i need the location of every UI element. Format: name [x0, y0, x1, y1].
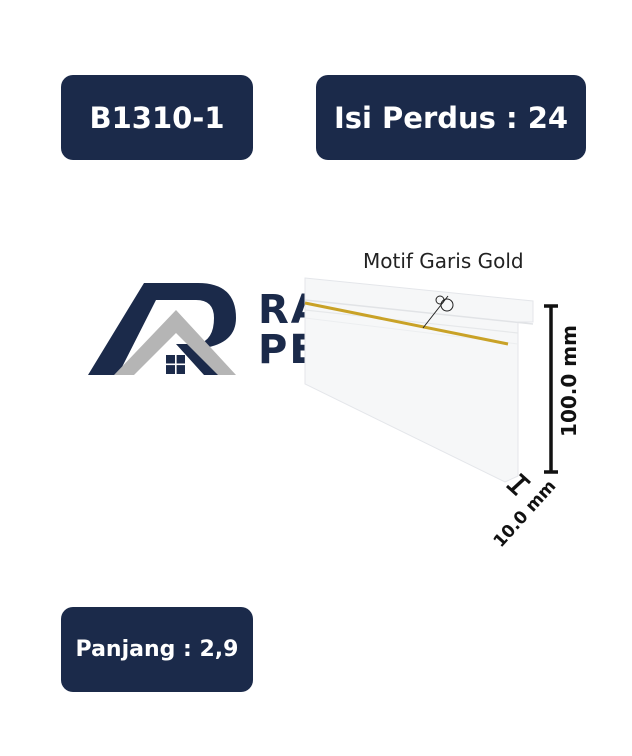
isi-perdus-text: Isi Perdus : 24	[333, 100, 569, 135]
motif-label: Motif Garis Gold	[363, 249, 524, 273]
product-code-badge: B1310-1	[61, 75, 253, 160]
isi-perdus-badge: Isi Perdus : 24	[316, 75, 586, 160]
gold-stripe	[304, 301, 509, 346]
house-roof-r-logo-icon	[88, 283, 236, 375]
height-dimension-label: 100.0 mm	[557, 325, 581, 437]
panjang-badge: Panjang : 2,9	[61, 607, 253, 692]
panjang-text: Panjang : 2,9	[75, 637, 239, 662]
product-code-text: B1310-1	[89, 100, 225, 135]
width-dimension-line	[510, 476, 527, 492]
